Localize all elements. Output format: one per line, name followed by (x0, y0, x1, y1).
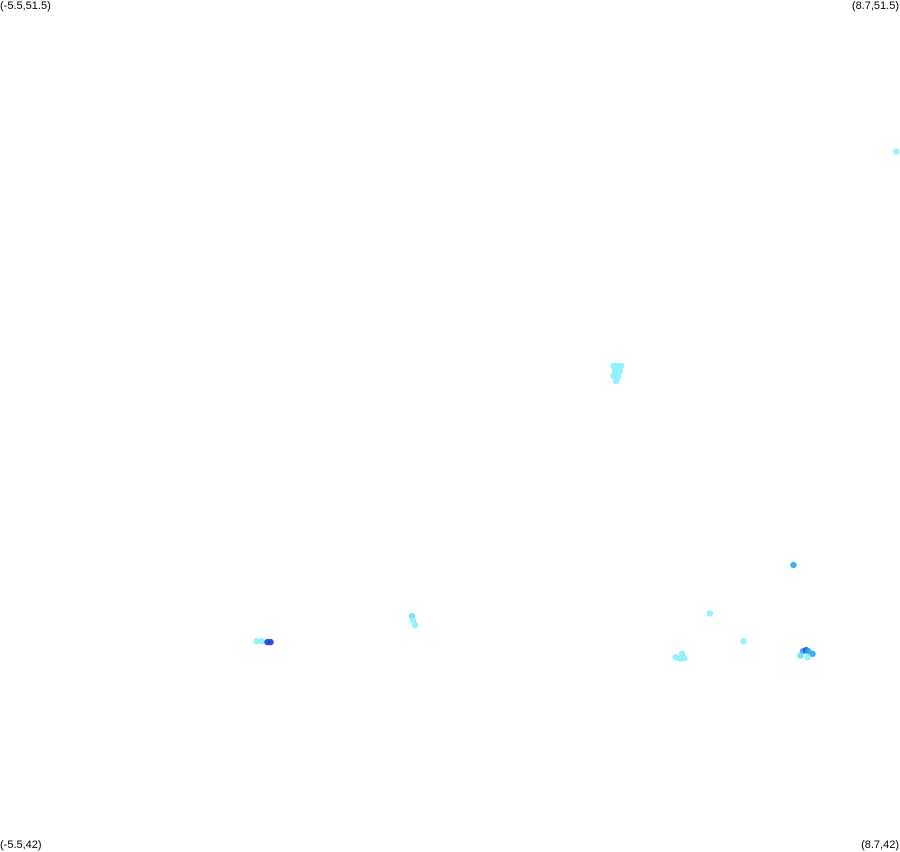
data-point-0 (893, 148, 900, 155)
data-point-22 (678, 650, 686, 657)
data-point-8 (612, 378, 620, 385)
data-point-12 (411, 621, 419, 629)
data-point-13 (253, 638, 260, 645)
data-point-16 (267, 638, 274, 646)
data-point-14 (258, 638, 265, 645)
data-point-26 (809, 650, 816, 657)
corner-label-top-left: (-5.5,51.5) (0, 0, 51, 12)
data-point-9 (790, 561, 797, 569)
corner-label-top-right: (8.7,51.5) (851, 0, 899, 12)
data-point-28 (804, 654, 811, 661)
data-point-27 (797, 652, 804, 659)
data-point-18 (740, 638, 747, 645)
data-point-17 (706, 610, 714, 617)
corner-label-bottom-right: (8.7,42) (861, 839, 899, 851)
data-point-3 (617, 362, 625, 370)
data-point-5 (616, 368, 624, 375)
points-layer (253, 148, 900, 662)
corner-label-bottom-left: (-5.5,42) (0, 839, 42, 851)
